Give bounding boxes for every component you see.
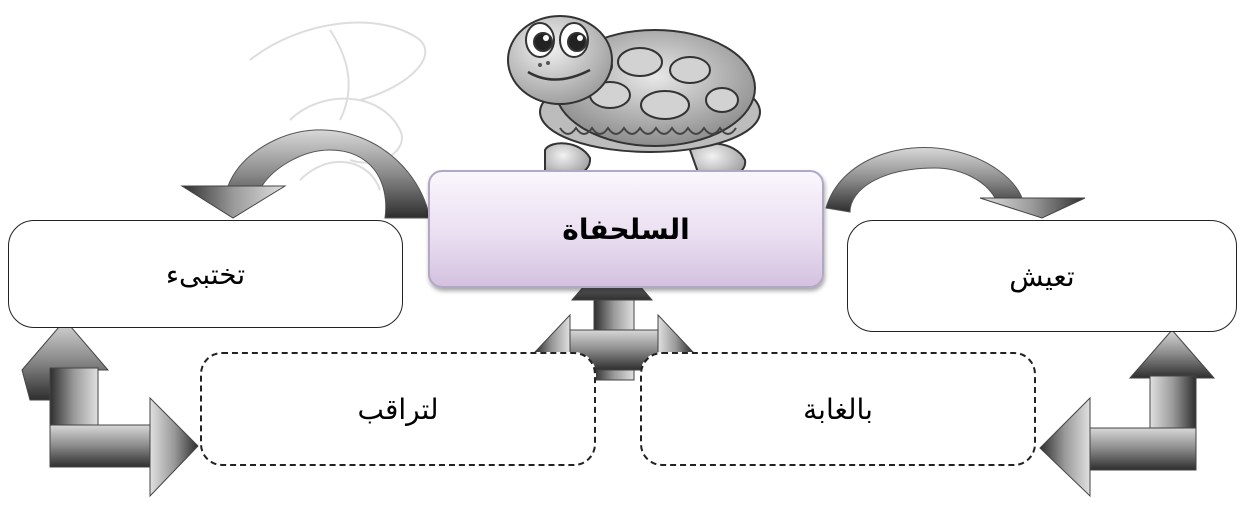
- left-top-node-label: تختبىء: [165, 257, 246, 291]
- bent-arrow-right: [1039, 329, 1216, 498]
- left-bottom-node-label: لتراقب: [357, 392, 439, 426]
- right-bottom-node: بالغابة: [640, 352, 1036, 466]
- turtle-icon: [507, 15, 761, 182]
- right-bottom-node-label: بالغابة: [803, 392, 873, 426]
- left-bottom-node: لتراقب: [200, 352, 596, 466]
- curved-arrow-left: [180, 129, 431, 219]
- right-top-node: تعيش: [847, 220, 1237, 332]
- right-top-node-label: تعيش: [1009, 259, 1075, 293]
- curved-arrow-right: [825, 147, 1086, 219]
- left-top-node: تختبىء: [8, 220, 403, 328]
- bent-arrow-left: [21, 319, 199, 498]
- center-node: السلحفاة: [428, 170, 824, 288]
- center-node-label: السلحفاة: [562, 212, 690, 246]
